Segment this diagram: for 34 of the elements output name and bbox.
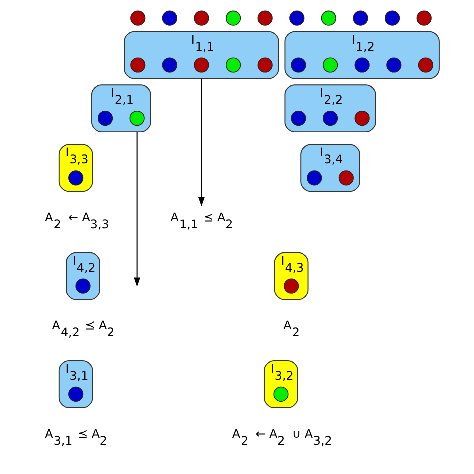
arrow	[134, 132, 140, 287]
node-circle	[273, 386, 288, 402]
node-circle	[416, 10, 432, 26]
node-circle	[322, 58, 338, 73]
arrow	[198, 78, 204, 207]
node-circle	[354, 58, 370, 73]
node-circle	[306, 170, 322, 186]
node-circle	[284, 278, 299, 294]
node-circle	[320, 10, 336, 26]
node-circle	[257, 10, 272, 26]
node-circle	[338, 170, 354, 186]
node-circle	[290, 110, 306, 126]
node-circle	[97, 110, 113, 126]
node-circle	[162, 10, 177, 26]
node-circle	[130, 10, 146, 26]
node-circle	[225, 10, 241, 26]
node-circle	[418, 58, 433, 73]
node-circle	[130, 58, 146, 73]
node-circle	[257, 58, 272, 73]
node-circle	[75, 278, 90, 294]
node-circle	[68, 170, 84, 186]
node-circle	[225, 58, 241, 73]
node-circle	[68, 386, 84, 402]
node-circle	[129, 110, 144, 126]
node-circle	[386, 58, 402, 73]
node-circle	[290, 58, 306, 73]
node-circle	[352, 10, 368, 26]
node-circle	[384, 10, 400, 26]
node-circle	[194, 58, 209, 73]
node-circle	[322, 110, 338, 126]
node-circle	[194, 10, 209, 26]
node-circle	[162, 58, 177, 73]
node-circle	[354, 110, 370, 126]
node-circle	[289, 10, 304, 26]
